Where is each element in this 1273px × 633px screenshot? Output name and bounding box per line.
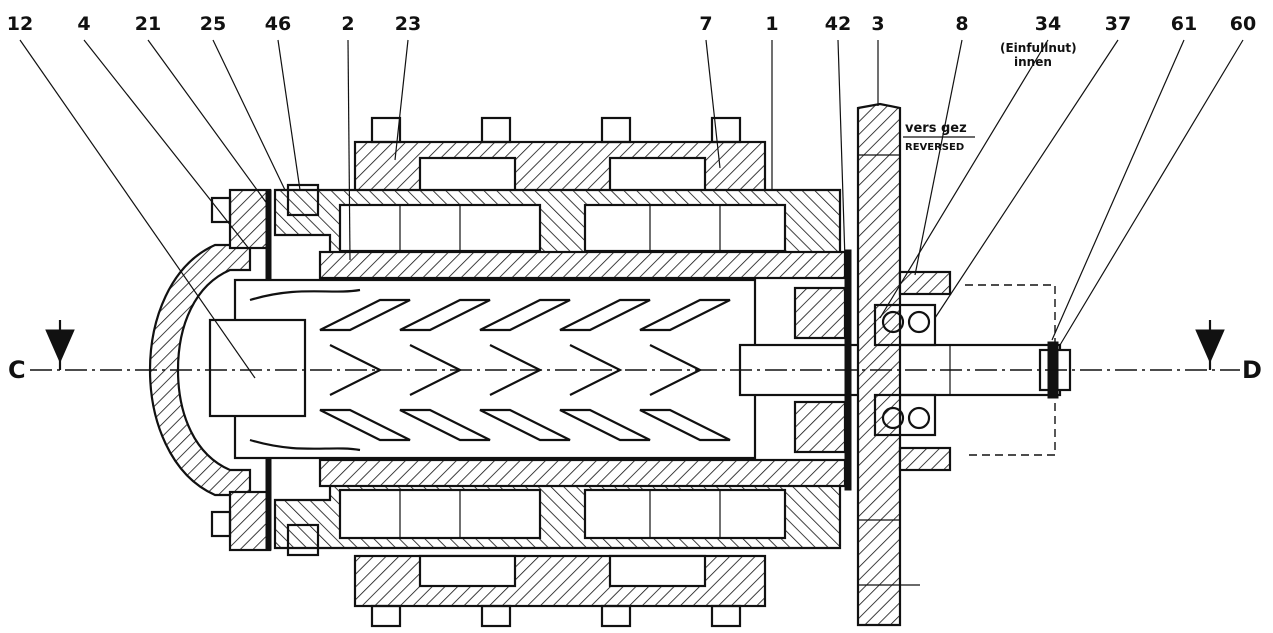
- part-label-3: 3: [871, 13, 884, 35]
- part-label-4: 4: [77, 13, 90, 35]
- part-label-46: 46: [265, 13, 291, 35]
- casing-bottom: [353, 554, 767, 628]
- section-label-left: C: [8, 356, 26, 384]
- part-label-61: 61: [1171, 13, 1197, 35]
- leader-line-60: [1059, 39, 1244, 346]
- leader-line-2: [347, 39, 351, 261]
- leader-line-23: [394, 39, 409, 161]
- leader-line-42: [837, 39, 846, 261]
- leader-line-61: [1051, 39, 1185, 341]
- leader-line-8: [914, 39, 963, 276]
- part-label-2: 2: [341, 13, 354, 35]
- leader-line-7: [705, 39, 721, 169]
- part-label-23: 23: [395, 13, 421, 35]
- note-34-line1: (Einfullnut): [1000, 41, 1077, 55]
- part-label-34: 34: [1035, 13, 1061, 35]
- liner: [318, 250, 847, 488]
- part-label-60: 60: [1230, 13, 1256, 35]
- ball-bearing: [873, 303, 937, 437]
- flange-note-line2: REVERSED: [905, 142, 964, 153]
- part-label-37: 37: [1105, 13, 1131, 35]
- section-arrow-left: [45, 320, 75, 370]
- part-label-1: 1: [765, 13, 778, 35]
- leader-line-4: [83, 39, 251, 251]
- leader-line-21: [147, 39, 269, 206]
- part-label-12: 12: [7, 13, 33, 35]
- section-label-right: D: [1242, 356, 1262, 384]
- part-label-7: 7: [699, 13, 712, 35]
- part-label-42: 42: [825, 13, 851, 35]
- part-label-21: 21: [135, 13, 161, 35]
- leader-line-12: [19, 39, 256, 379]
- leader-line-37: [934, 39, 1119, 319]
- flange-note-line1: vers gez: [905, 121, 967, 136]
- leader-line-46: [277, 39, 301, 191]
- part-label-8: 8: [955, 13, 968, 35]
- note-34-line2: innen: [1014, 55, 1052, 69]
- leader-line-34: [879, 39, 1049, 319]
- leader-line-25: [212, 39, 286, 191]
- part-label-25: 25: [200, 13, 226, 35]
- casing-top: [353, 116, 767, 196]
- housing-body: [273, 188, 842, 550]
- section-arrow-right: [1195, 320, 1225, 370]
